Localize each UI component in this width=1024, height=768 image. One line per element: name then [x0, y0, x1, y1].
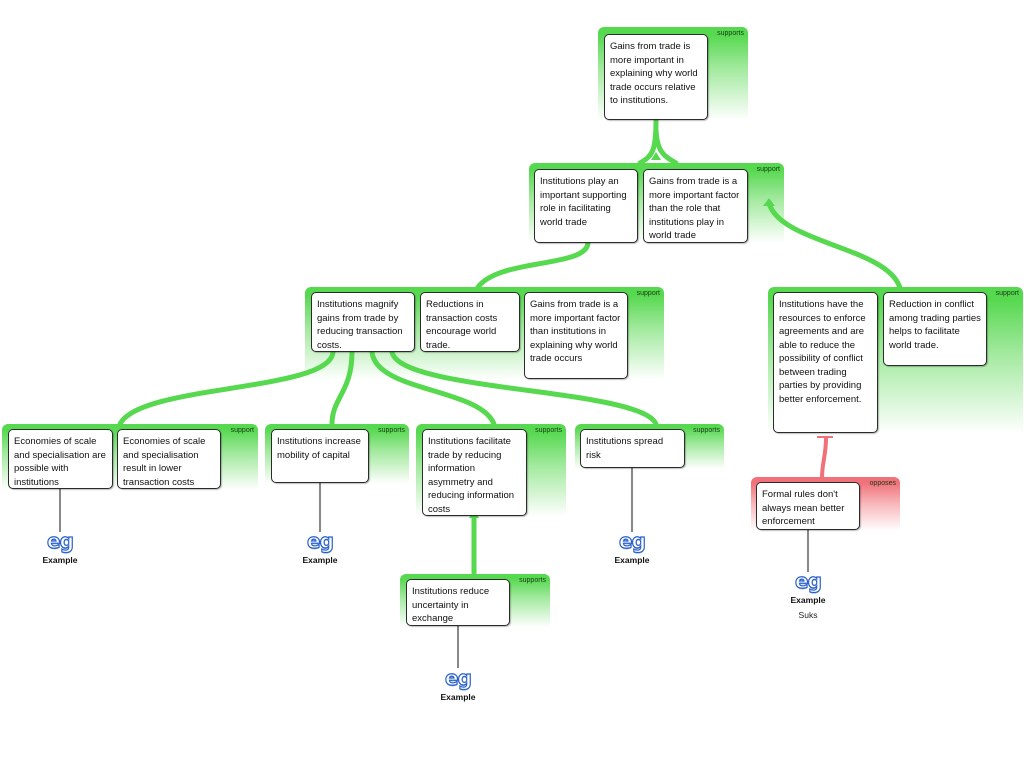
node-reductions[interactable]: Reductions in transaction costs encourag… — [420, 292, 520, 352]
group-label: support — [756, 166, 780, 173]
link-magnify-to-inst-role — [475, 240, 591, 290]
example-2[interactable]: eg Example — [290, 529, 350, 565]
example-label: Example — [790, 595, 826, 605]
node-magnify[interactable]: Institutions magnify gains from trade by… — [311, 292, 415, 352]
node-spread[interactable]: Institutions spread risk — [580, 429, 685, 468]
example-1[interactable]: eg Example — [30, 529, 90, 565]
node-mobility[interactable]: Institutions increase mobility of capita… — [271, 429, 369, 483]
arrowhead-inst-role — [651, 152, 661, 160]
group-label: supports — [378, 427, 405, 434]
group-label: opposes — [869, 480, 896, 487]
group-label: support — [230, 427, 254, 434]
node-institutions-role[interactable]: Institutions play an important supportin… — [534, 169, 638, 243]
link-inst-role-to-root — [637, 117, 659, 166]
example-icon: eg — [444, 666, 472, 690]
example-4[interactable]: eg Example — [428, 666, 488, 702]
example-label: Example — [614, 555, 650, 565]
node-economies-result[interactable]: Economies of scale and specialisation re… — [117, 429, 221, 489]
node-info[interactable]: Institutions facilitate trade by reducin… — [422, 429, 527, 516]
link-resources-to-gains-factor — [767, 203, 903, 291]
node-gains-factor[interactable]: Gains from trade is a more important fac… — [643, 169, 748, 243]
group-label: supports — [717, 30, 744, 37]
example-3[interactable]: eg Example — [602, 529, 662, 565]
example-icon: eg — [794, 569, 822, 593]
node-formal-rules[interactable]: Formal rules don't always mean better en… — [756, 482, 860, 530]
example-label: Example — [42, 555, 78, 565]
node-root[interactable]: Gains from trade is more important in ex… — [604, 34, 708, 120]
example-icon: eg — [618, 529, 646, 553]
link-economies-to-magnify — [117, 349, 336, 427]
link-inst-role-to-root-b — [653, 127, 679, 166]
node-gains-explain[interactable]: Gains from trade is a more important fac… — [524, 292, 628, 379]
node-conflict[interactable]: Reduction in conflict among trading part… — [883, 292, 987, 366]
group-label: support — [636, 290, 660, 297]
example-5[interactable]: eg Example Suks — [778, 569, 838, 620]
link-formal-opposes-resources — [820, 437, 828, 479]
group-label: supports — [535, 427, 562, 434]
node-economies[interactable]: Economies of scale and specialisation ar… — [8, 429, 113, 489]
group-label: supports — [519, 577, 546, 584]
example-icon: eg — [306, 529, 334, 553]
group-label: supports — [693, 427, 720, 434]
example-label: Example — [302, 555, 338, 565]
example-label: Example — [440, 692, 476, 702]
example-icon: eg — [46, 529, 74, 553]
example-note: Suks — [798, 610, 818, 620]
group-label: support — [995, 290, 1019, 297]
node-uncertainty[interactable]: Institutions reduce uncertainty in excha… — [406, 579, 510, 626]
node-resources[interactable]: Institutions have the resources to enfor… — [773, 292, 878, 433]
